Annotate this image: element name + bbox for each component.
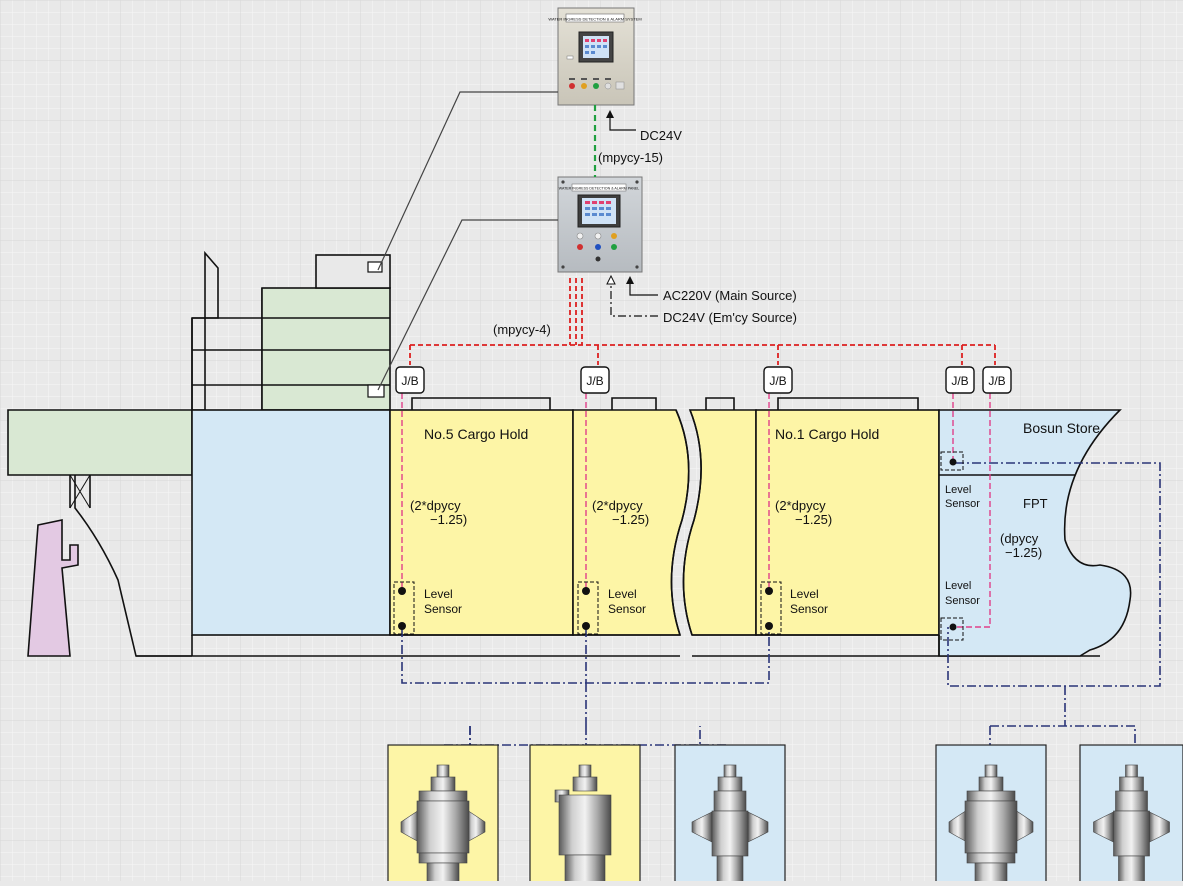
engine-room xyxy=(192,410,390,635)
level-sensor-label: Level xyxy=(424,587,453,601)
level-sensor-label-2: Sensor xyxy=(945,498,980,510)
svg-text:J/B: J/B xyxy=(951,374,968,388)
dc24v-label: DC24V xyxy=(640,128,682,143)
cable-size-label: (2*dpycy xyxy=(592,498,643,513)
level-sensor-label-2: Sensor xyxy=(790,602,828,616)
level-sensor-label-2: Sensor xyxy=(608,602,646,616)
level-sensor-photo xyxy=(530,745,640,881)
ac220v-label: AC220V (Main Source) xyxy=(663,288,797,303)
panel-screen-text: WATER INGRESS DETECTION & ALARM SYSTEM xyxy=(548,17,641,22)
cable-size-label-2: −1.25) xyxy=(612,512,649,527)
junction-box-icon: J/B xyxy=(983,367,1011,393)
svg-text:J/B: J/B xyxy=(586,374,603,388)
level-sensor-photo xyxy=(936,745,1046,881)
cable-size-label: (2*dpycy xyxy=(775,498,826,513)
level-sensor-label: Level xyxy=(945,484,971,496)
dc24v-emcy-label: DC24V (Em'cy Source) xyxy=(663,310,797,325)
aft-deck xyxy=(8,410,192,475)
bosun-store-label: Bosun Store xyxy=(1023,420,1100,436)
no5-cargo-hold-label: No.5 Cargo Hold xyxy=(424,426,528,442)
no5-cargo-hold xyxy=(390,410,573,635)
level-sensor-label: Level xyxy=(945,580,971,592)
junction-box-icon: J/B xyxy=(764,367,792,393)
level-sensor-label: Level xyxy=(608,587,637,601)
level-sensor-photo xyxy=(388,745,498,881)
fpt-cable-size-label-2: −1.25) xyxy=(1005,545,1042,560)
main-control-unit[interactable]: WATER INGRESS DETECTION & ALARM PANEL xyxy=(558,177,642,272)
junction-box-icon: J/B xyxy=(396,367,424,393)
junction-box-icon: J/B xyxy=(581,367,609,393)
main-unit-screen-text: WATER INGRESS DETECTION & ALARM PANEL xyxy=(559,187,640,191)
svg-text:J/B: J/B xyxy=(769,374,786,388)
no1-cargo-hold xyxy=(756,410,939,635)
fpt-cable-size-label: (dpycy xyxy=(1000,531,1039,546)
level-sensor-photo xyxy=(1080,745,1183,881)
junction-box-icon: J/B xyxy=(946,367,974,393)
mpycy4-label: (mpycy-4) xyxy=(493,322,551,337)
svg-text:J/B: J/B xyxy=(988,374,1005,388)
cable-size-label-2: −1.25) xyxy=(430,512,467,527)
display-panel[interactable]: WATER INGRESS DETECTION & ALARM SYSTEM xyxy=(548,8,641,105)
level-sensor-label-2: Sensor xyxy=(424,602,462,616)
accommodation-panel-marker xyxy=(368,385,384,397)
cable-size-label-2: −1.25) xyxy=(795,512,832,527)
fpt-label: FPT xyxy=(1023,496,1048,511)
svg-text:J/B: J/B xyxy=(401,374,418,388)
mpycy15-label: (mpycy-15) xyxy=(598,150,663,165)
no1-cargo-hold-label: No.1 Cargo Hold xyxy=(775,426,879,442)
level-sensor-label: Level xyxy=(790,587,819,601)
cable-size-label: (2*dpycy xyxy=(410,498,461,513)
level-sensor-label-2: Sensor xyxy=(945,595,980,607)
level-sensor-photo xyxy=(675,745,785,881)
